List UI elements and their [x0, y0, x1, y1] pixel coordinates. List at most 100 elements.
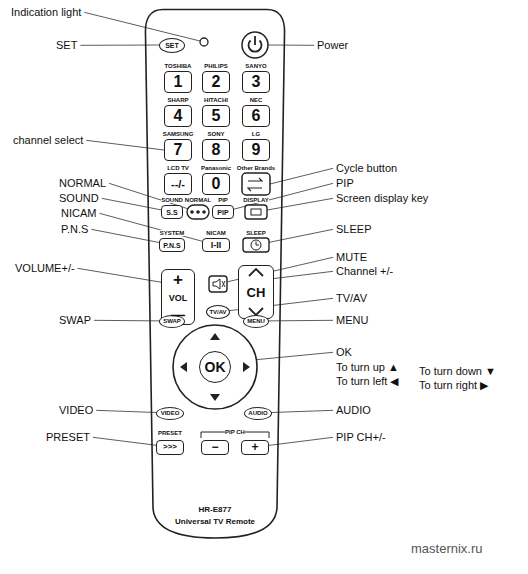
- leader-line: [223, 183, 333, 212]
- callout-label: Indication light: [10, 6, 82, 19]
- brand-label: SOUND: [161, 197, 183, 204]
- text-wrap: OK: [200, 352, 230, 382]
- brand-label: SYSTEM: [160, 230, 185, 237]
- remote-button: S.S: [161, 205, 183, 219]
- button-label: SWAP: [163, 318, 181, 324]
- remote-button: 9: [242, 139, 270, 161]
- model-name: HR-E877: [199, 506, 232, 514]
- text-wrap: SET: [160, 39, 184, 52]
- button-label: S.S: [166, 209, 177, 216]
- text-wrap: −: [202, 441, 228, 454]
- button-label: 8: [212, 142, 221, 158]
- text-wrap: 3: [243, 72, 269, 92]
- leader-line: [218, 298, 333, 312]
- callout-label: TV/AV: [335, 292, 368, 305]
- brand-label: PIP CH: [225, 429, 245, 436]
- remote-button: TV/AV: [206, 305, 230, 319]
- button-label: 4: [174, 108, 183, 124]
- remote-outline-path: [145, 10, 284, 539]
- brand-label: HITACHI: [204, 97, 228, 104]
- callout-label: NICAM: [60, 207, 97, 220]
- remote-button: PIP: [212, 205, 234, 219]
- leader-line: [80, 45, 160, 46]
- button-label: VOL: [169, 294, 188, 303]
- brand-label: SLEEP: [246, 230, 266, 237]
- callout-label: AUDIO: [335, 404, 372, 417]
- brand-label: LCD TV: [167, 165, 189, 172]
- remote-button: OK: [199, 351, 231, 383]
- remote-button: P.N.S: [159, 238, 185, 252]
- button-label: 9: [252, 142, 261, 158]
- button-label: P.N.S: [163, 242, 180, 249]
- sleep-button: [243, 238, 269, 252]
- brand-label: NICAM: [206, 230, 226, 237]
- remote-button: 4: [164, 105, 192, 127]
- remote-button: CH: [238, 265, 274, 319]
- callout-label: PIP: [335, 177, 355, 190]
- callout-label: SWAP: [58, 314, 92, 327]
- callout-label: To turn left ◀: [335, 375, 399, 388]
- remote-button: 8: [202, 139, 230, 161]
- text-wrap: SWAP: [160, 316, 184, 327]
- callout-label: Power: [316, 39, 349, 52]
- mute-button: [209, 276, 227, 292]
- remote-button: >>>: [156, 440, 184, 455]
- brand-label: PIP: [218, 197, 228, 204]
- button-label: 0: [212, 176, 221, 192]
- callout-label: To turn right ▶: [418, 379, 489, 392]
- button-label: MENU: [247, 318, 265, 324]
- callout-label: SLEEP: [335, 223, 372, 236]
- remote-button: 6: [242, 105, 270, 127]
- text-wrap: 1: [165, 72, 191, 92]
- callout-label: Screen display key: [335, 192, 429, 205]
- button-label: SET: [165, 42, 179, 49]
- text-wrap: 9: [243, 140, 269, 160]
- callout-label: SET: [55, 39, 78, 52]
- brand-label: LG: [252, 131, 260, 138]
- callout-label: Cycle button: [335, 162, 398, 175]
- text-wrap: VIDEO: [157, 408, 183, 419]
- text-wrap: 4: [165, 106, 191, 126]
- button-label: 6: [252, 108, 261, 124]
- brand-label: Other Brands: [237, 165, 275, 172]
- button-label: 7: [174, 142, 183, 158]
- text-wrap: CH: [239, 266, 273, 318]
- button-label: I-II: [211, 241, 222, 250]
- remote-button: --/-: [164, 173, 192, 195]
- text-wrap: MENU: [244, 316, 268, 327]
- remote-button: 7: [164, 139, 192, 161]
- leader-line: [218, 257, 333, 284]
- callout-label: MENU: [335, 314, 369, 327]
- remote-button: VIDEO: [156, 407, 184, 420]
- callout-label: Channel +/-: [335, 265, 394, 278]
- button-label: 3: [252, 74, 261, 90]
- brand-label: NEC: [250, 97, 263, 104]
- callout-label: PIP CH+/-: [335, 431, 387, 444]
- brand-label: PHILIPS: [204, 63, 227, 70]
- button-label: TV/AV: [209, 309, 226, 315]
- button-label: VIDEO: [161, 410, 180, 416]
- button-label: CH: [247, 286, 266, 299]
- model-name: Universal TV Remote: [175, 518, 255, 526]
- button-label: 5: [212, 108, 221, 124]
- remote-button: +: [241, 440, 269, 455]
- brand-label: SHARP: [167, 97, 188, 104]
- button-label: >>>: [163, 443, 177, 451]
- callout-label: channel select: [12, 134, 84, 147]
- callout-label: VOLUME+/-: [14, 262, 76, 275]
- brand-label: DISPLAY: [243, 197, 268, 204]
- watermark: masternix.ru: [410, 542, 484, 557]
- callout-label: SOUND: [58, 192, 100, 205]
- callout-label: NORMAL: [58, 177, 107, 190]
- brand-label: Panasonic: [201, 165, 231, 172]
- remote-button: 2: [202, 71, 230, 93]
- text-wrap: P.N.S: [160, 239, 184, 251]
- text-wrap: 7: [165, 140, 191, 160]
- remote-body: HR-E877Universal TV Remote SET 12 3 4 5 6 7 8 9 --…: [143, 8, 287, 540]
- button-label: −: [211, 441, 218, 453]
- text-wrap: S.S: [162, 206, 182, 218]
- text-wrap: HR-E877Universal TV Remote: [143, 506, 287, 526]
- callout-label: To turn up ▲: [335, 361, 400, 374]
- indication-light: [200, 38, 208, 46]
- text-wrap: 5: [203, 106, 229, 126]
